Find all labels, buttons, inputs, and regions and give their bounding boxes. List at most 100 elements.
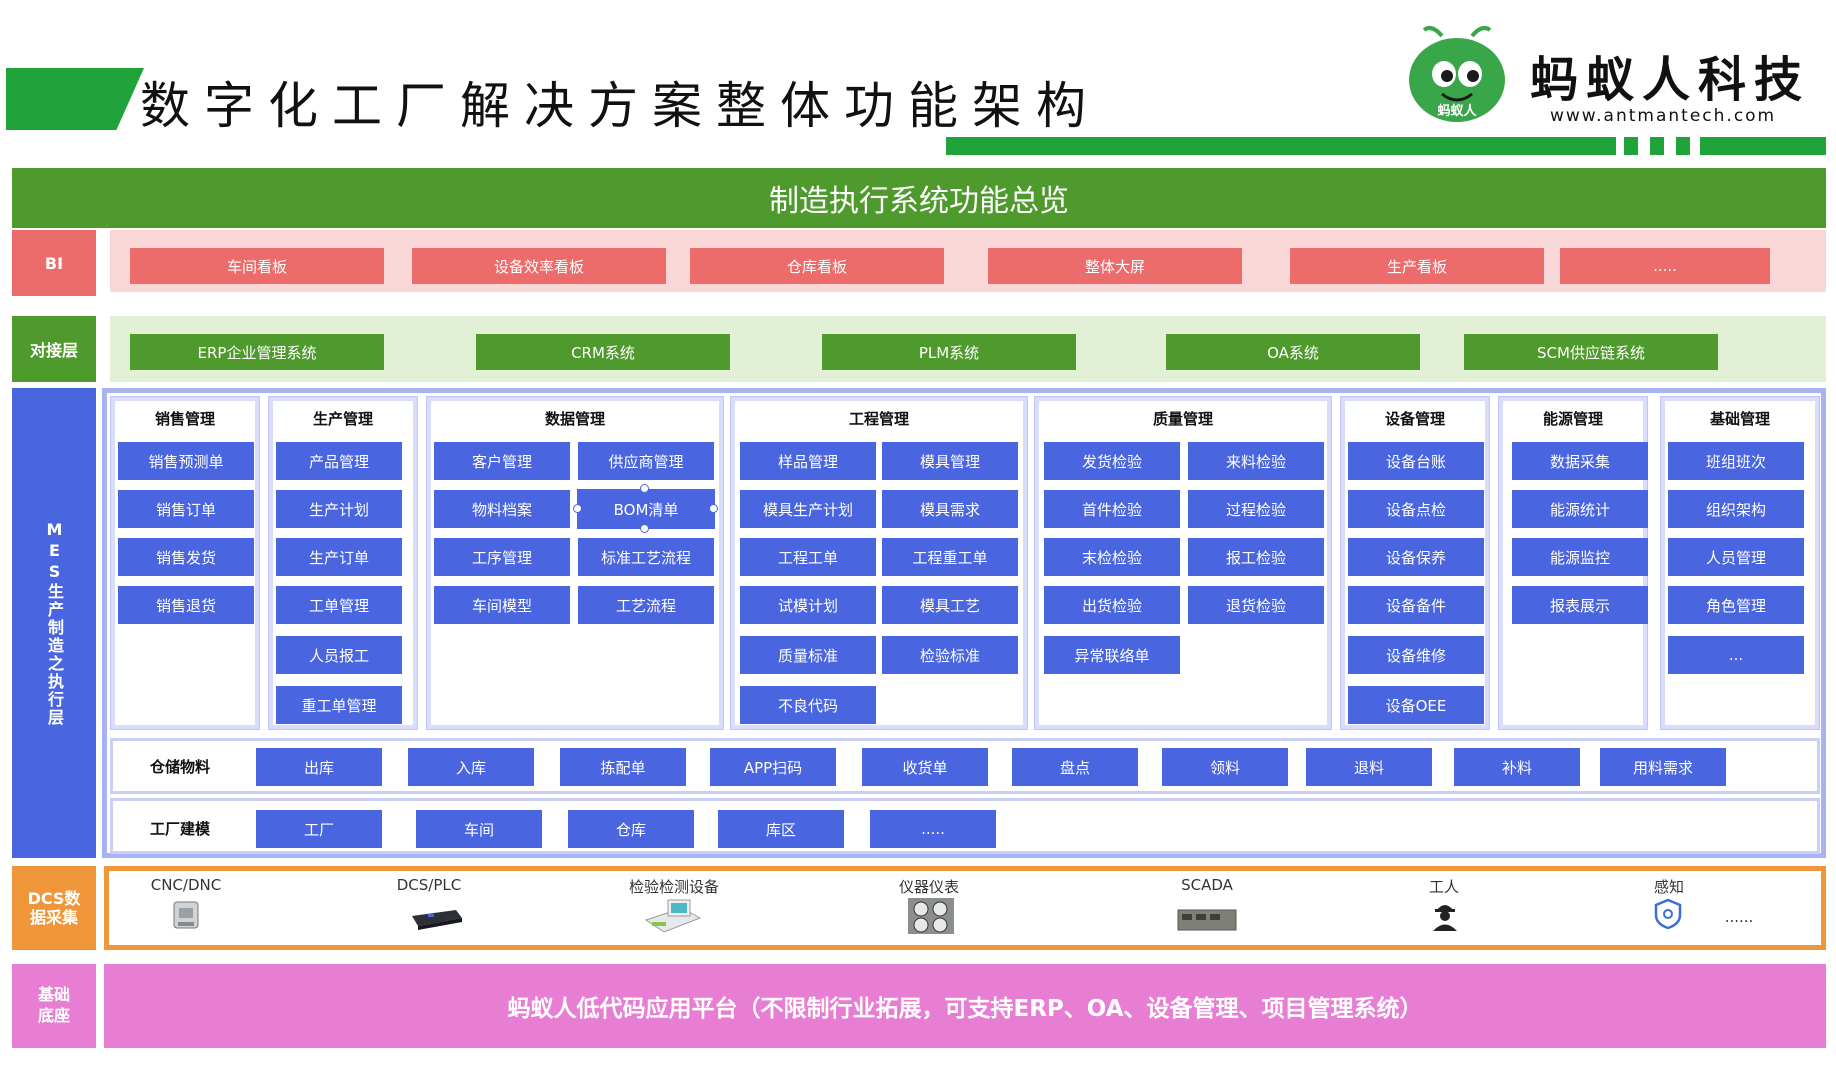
mes-item: 能源统计: [1512, 490, 1648, 528]
title-accent-bar: [6, 68, 144, 130]
interface-side-label: 对接层: [12, 316, 96, 382]
mes-item: 设备备件: [1348, 586, 1484, 624]
mes-item: 销售预测单: [118, 442, 254, 480]
brand-url: www.antmantech.com: [1550, 106, 1777, 126]
mes-item: 能源监控: [1512, 538, 1648, 576]
selection-handle[interactable]: [640, 484, 649, 493]
bi-item: .....: [1560, 248, 1770, 284]
mes-item: 检验标准: [882, 636, 1018, 674]
warehouse-item: 退料: [1306, 748, 1432, 786]
dcs-frame: [104, 866, 1826, 950]
base-side-label: 基础底座: [12, 964, 96, 1048]
dcs-side-label: DCS数据采集: [12, 866, 96, 950]
base-side-text: 基础底座: [37, 985, 70, 1025]
mes-item-selected[interactable]: BOM清单: [577, 489, 715, 529]
mes-item: 异常联络单: [1044, 636, 1180, 674]
mes-item: 销售发货: [118, 538, 254, 576]
mes-item: 销售退货: [118, 586, 254, 624]
header-deco-segment: [1676, 137, 1690, 155]
factory-item: 工厂: [256, 810, 382, 848]
mes-item: 模具需求: [882, 490, 1018, 528]
bi-item: 仓库看板: [690, 248, 944, 284]
mes-item: 供应商管理: [578, 442, 714, 480]
bi-item: 生产看板: [1290, 248, 1544, 284]
warehouse-item: 收货单: [862, 748, 988, 786]
mes-item: 末检检验: [1044, 538, 1180, 576]
device-label: 工人: [1428, 878, 1459, 896]
mes-item: 工单管理: [276, 586, 402, 624]
selection-handle[interactable]: [573, 504, 582, 513]
mes-item: 退货检验: [1188, 586, 1324, 624]
warehouse-item: 用料需求: [1600, 748, 1726, 786]
mes-item: 生产订单: [276, 538, 402, 576]
column-title: 数据管理: [544, 410, 605, 428]
selection-handle[interactable]: [709, 504, 718, 513]
bi-item: 车间看板: [130, 248, 384, 284]
header-deco-segment: [1624, 137, 1638, 155]
mes-item: 报表展示: [1512, 586, 1648, 624]
mes-item: 首件检验: [1044, 490, 1180, 528]
column-title: 设备管理: [1384, 410, 1445, 428]
device-label: 仪器仪表: [898, 878, 959, 896]
warehouse-item: 入库: [408, 748, 534, 786]
scada-unit-icon: [1176, 904, 1238, 938]
mes-item: 设备台账: [1348, 442, 1484, 480]
factory-row: [110, 798, 1820, 854]
column-title: 能源管理: [1542, 410, 1603, 428]
warehouse-label: 仓储物料: [150, 758, 211, 776]
mes-item: 重工单管理: [276, 686, 402, 724]
bi-side-label: BI: [12, 230, 96, 296]
mes-item: 模具管理: [882, 442, 1018, 480]
interface-item: OA系统: [1166, 334, 1420, 370]
factory-item: 库区: [718, 810, 844, 848]
mes-item: 样品管理: [740, 442, 876, 480]
brand-name: 蚂蚁人科技: [1530, 52, 1811, 108]
mes-item: 人员管理: [1668, 538, 1804, 576]
warehouse-item: APP扫码: [710, 748, 836, 786]
mes-item: 工程工单: [740, 538, 876, 576]
mes-item: 工艺流程: [578, 586, 714, 624]
inspection-device-icon: [642, 898, 704, 942]
mes-item: 销售订单: [118, 490, 254, 528]
factory-item: .....: [870, 810, 996, 848]
selection-handle[interactable]: [640, 524, 649, 533]
header-deco-line: [1700, 137, 1826, 155]
mes-item: 标准工艺流程: [578, 538, 714, 576]
device-label: DCS/PLC: [396, 876, 462, 894]
warehouse-item: 拣配单: [560, 748, 686, 786]
factory-item: 车间: [416, 810, 542, 848]
column-title: 销售管理: [154, 410, 215, 428]
dcs-side-text: DCS数据采集: [27, 888, 81, 927]
mes-item: 出货检验: [1044, 586, 1180, 624]
bi-item: 整体大屏: [988, 248, 1242, 284]
bi-item: 设备效率看板: [412, 248, 666, 284]
mes-item: 设备保养: [1348, 538, 1484, 576]
mes-item: 来料检验: [1188, 442, 1324, 480]
device-label: CNC/DNC: [150, 876, 222, 894]
column-title: 生产管理: [312, 410, 373, 428]
column-title: 质量管理: [1152, 410, 1213, 428]
factory-label: 工厂建模: [150, 820, 211, 838]
warehouse-item: 盘点: [1012, 748, 1138, 786]
cnc-machine-icon: [170, 898, 202, 936]
mes-item: 设备维修: [1348, 636, 1484, 674]
warehouse-item: 领料: [1162, 748, 1288, 786]
interface-item: CRM系统: [476, 334, 730, 370]
header-deco-segment: [1650, 137, 1664, 155]
worker-icon: [1428, 898, 1462, 936]
factory-item: 仓库: [568, 810, 694, 848]
mes-item: 角色管理: [1668, 586, 1804, 624]
interface-item: ERP企业管理系统: [130, 334, 384, 370]
mes-item: 试模计划: [740, 586, 876, 624]
page-title: 数字化工厂解决方案整体功能架构: [140, 77, 1100, 135]
mes-item: 设备点检: [1348, 490, 1484, 528]
mes-item: 工序管理: [434, 538, 570, 576]
mes-item: 数据采集: [1512, 442, 1648, 480]
gauge-instrument-icon: [908, 898, 954, 938]
warehouse-item: 出库: [256, 748, 382, 786]
sensor-shield-icon: [1652, 898, 1684, 934]
mes-item: 报工检验: [1188, 538, 1324, 576]
mes-item: 客户管理: [434, 442, 570, 480]
column-title: 工程管理: [848, 410, 909, 428]
interface-item: PLM系统: [822, 334, 1076, 370]
